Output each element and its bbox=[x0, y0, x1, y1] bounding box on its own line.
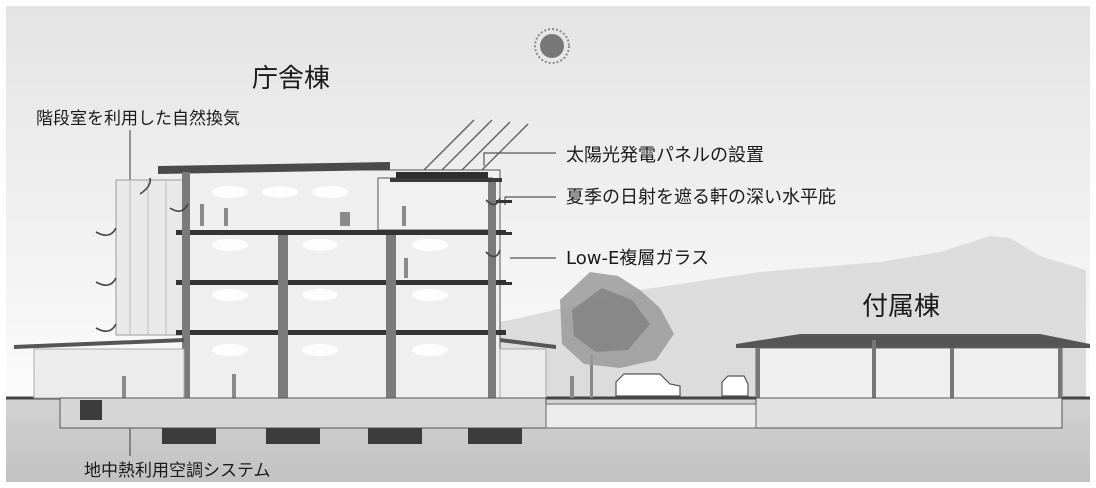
stair-tower-mullions bbox=[129, 180, 167, 335]
annex-roof bbox=[736, 334, 1090, 348]
connecting-basement bbox=[545, 403, 757, 429]
geothermal-hvac-label: 地中熱利用空調システム bbox=[84, 461, 271, 481]
solar-panel bbox=[396, 172, 488, 178]
basement bbox=[59, 397, 547, 429]
solar-panels-label: 太陽光発電パネルの設置 bbox=[566, 145, 764, 166]
podium-glazing-right bbox=[499, 348, 547, 399]
columns bbox=[182, 172, 496, 398]
annex-building-label: 付属棟 bbox=[862, 292, 941, 322]
podium-canopy-right bbox=[500, 338, 556, 349]
airflow-arrow-icon bbox=[95, 177, 501, 332]
sun-icon bbox=[534, 28, 570, 64]
ceiling-lights bbox=[212, 186, 448, 356]
tree-icon bbox=[560, 272, 674, 398]
main-building-label: 庁舎棟 bbox=[252, 64, 331, 94]
low-e-glass-label: Low-E複層ガラス bbox=[566, 248, 709, 269]
main-roof bbox=[158, 162, 390, 174]
podium-canopy bbox=[14, 338, 184, 349]
podium-glazing bbox=[33, 348, 185, 399]
person-icon bbox=[122, 204, 574, 398]
floor-slabs bbox=[176, 200, 512, 335]
annex-body bbox=[755, 347, 1063, 399]
footings bbox=[80, 400, 522, 444]
stair-ventilation-label: 階段室を利用した自然換気 bbox=[36, 109, 240, 129]
annex-columns bbox=[756, 340, 1062, 398]
sun-rays bbox=[423, 119, 529, 175]
rooftop-room bbox=[377, 177, 493, 231]
stair-tower bbox=[115, 179, 185, 336]
deep-eaves-label: 夏季の日射を遮る軒の深い水平庇 bbox=[566, 187, 836, 208]
annex-basement bbox=[755, 397, 1063, 429]
